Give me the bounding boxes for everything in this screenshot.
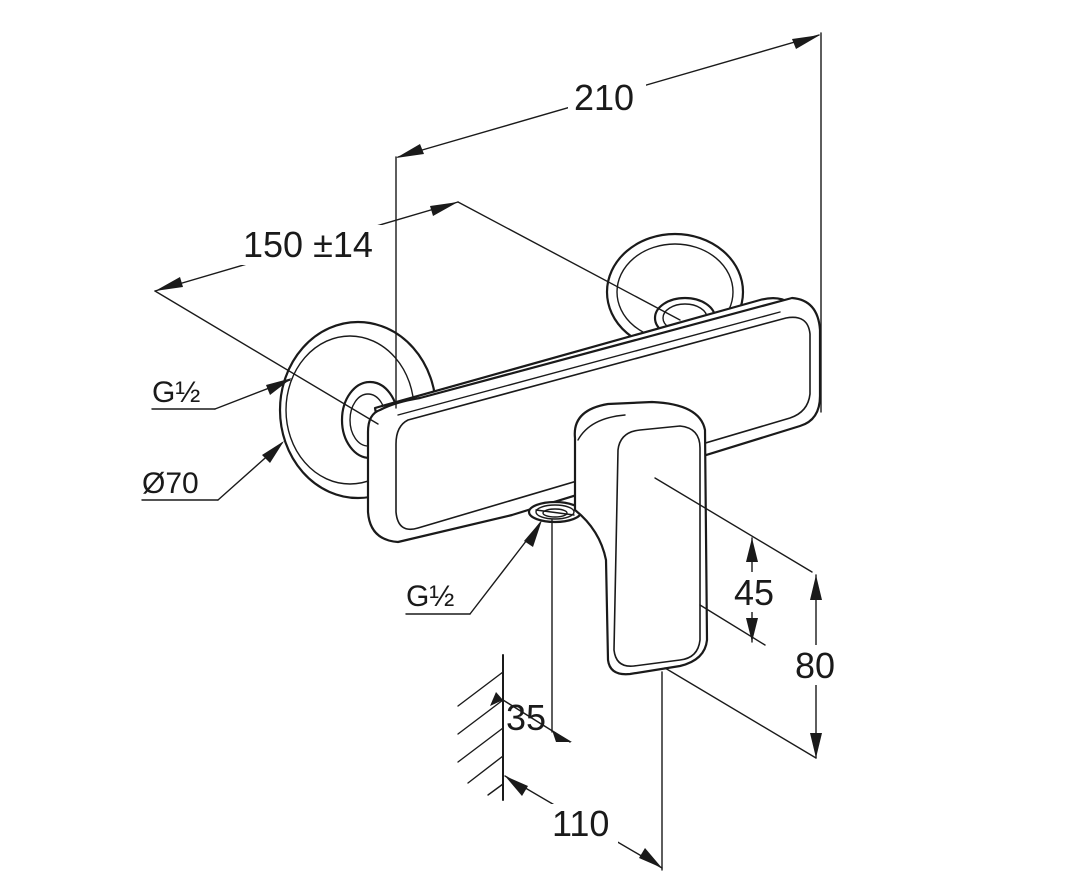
dimension-label-45: 45 <box>734 572 774 613</box>
arrowhead <box>430 202 458 216</box>
inlet-thread-callout: G½ <box>151 376 292 410</box>
dimension-label-80: 80 <box>795 645 835 686</box>
dimension-45: 45 <box>654 477 813 646</box>
outlet-thread-callout: G½ <box>405 520 542 615</box>
arrowhead <box>155 277 183 291</box>
dimension-110: 110 <box>504 671 663 871</box>
outlet-thread-label: G½ <box>406 580 454 613</box>
arrowhead <box>746 538 758 562</box>
arrowhead <box>396 144 424 158</box>
lever-handle <box>573 400 709 676</box>
arrowhead <box>266 378 292 395</box>
arrowhead <box>505 776 528 796</box>
dimension-150: 150 ±14 <box>154 201 681 425</box>
arrowhead <box>746 618 758 642</box>
arrowhead <box>810 733 822 758</box>
dimension-80: 80 <box>664 574 839 759</box>
rosette-diameter-callout: Ø70 <box>141 441 284 501</box>
arrowhead <box>792 35 820 49</box>
arrowhead <box>810 575 822 600</box>
inlet-thread-label: G½ <box>152 376 200 409</box>
dimension-label-150: 150 ±14 <box>243 224 373 265</box>
arrowhead <box>490 692 503 706</box>
dimension-35: 35 <box>490 519 572 743</box>
rosette-diameter-label: Ø70 <box>142 467 199 500</box>
arrowhead <box>639 848 662 868</box>
arrowhead <box>524 520 542 547</box>
arrowhead <box>262 441 284 463</box>
dimension-label-210: 210 <box>574 77 634 118</box>
arrowhead <box>552 730 572 742</box>
wall-hatch <box>457 654 504 801</box>
dimension-210: 210 <box>395 32 822 413</box>
outlet-nut <box>527 500 583 524</box>
dimension-label-110: 110 <box>552 803 609 844</box>
dimension-label-35: 35 <box>506 697 546 738</box>
